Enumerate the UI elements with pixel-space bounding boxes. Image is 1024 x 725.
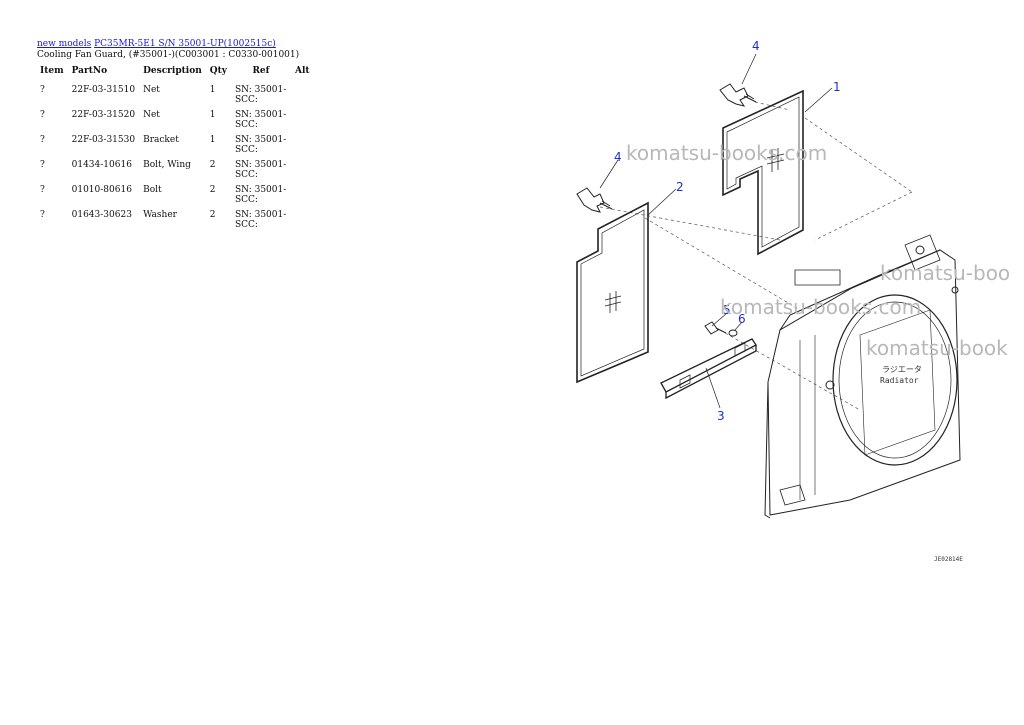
callout-5: 5 (723, 303, 731, 317)
cell-ref: SN: 35001-SCC: (234, 85, 287, 105)
cell-ref: SN: 35001-SCC: (234, 160, 287, 180)
cell-qty: 1 (209, 135, 216, 145)
radiator-label-jp: ラジエータ (882, 365, 922, 374)
watermark-4: komatsu-book (866, 336, 1008, 360)
cell-alt (291, 133, 314, 158)
cell-partno: 22F-03-31510 (71, 85, 136, 95)
watermark-3: komatsu-books.com (720, 295, 921, 319)
cell-item: ? (40, 110, 45, 120)
bracket-part (660, 338, 757, 400)
parts-diagram: ラジエータ Radiator 4 1 4 2 5 6 3 komatsu-boo… (540, 30, 1024, 570)
cell-description: Net (143, 110, 160, 120)
bolt-washer-part (704, 321, 738, 337)
breadcrumb: new models PC35MR-5E1 S/N 35001-UP(10025… (37, 39, 337, 50)
cell-item: ? (40, 85, 45, 95)
cell-qty: 1 (209, 110, 216, 120)
radiator-label-en: Radiator (880, 376, 919, 385)
wing-bolt-lower-part (576, 187, 613, 213)
page-subtitle: Cooling Fan Guard, (#35001-)(C003001 : C… (37, 50, 300, 60)
header-partno: PartNo (71, 66, 108, 76)
callout-2: 2 (676, 180, 684, 194)
cell-partno: 01643-30623 (71, 210, 132, 220)
cell-partno: 22F-03-31520 (71, 110, 136, 120)
table-row: ? 01643-30623 Washer 2 SN: 35001-SCC: (36, 208, 314, 233)
watermark-2: komatsu-boo (880, 261, 1010, 285)
net-1-part (722, 89, 804, 256)
cell-ref: SN: 35001-SCC: (234, 135, 287, 155)
table-row: ? 01434-10616 Bolt, Wing 2 SN: 35001-SCC… (36, 158, 314, 183)
cell-alt (291, 108, 314, 133)
wing-bolt-upper-part (719, 83, 757, 107)
callout-4-upper: 4 (752, 39, 760, 53)
net-2-part (576, 201, 649, 384)
parts-panel: new models PC35MR-5E1 S/N 35001-UP(10025… (37, 39, 337, 233)
cell-alt (291, 83, 314, 108)
table-row: ? 01010-80616 Bolt 2 SN: 35001-SCC: (36, 183, 314, 208)
cell-description: Net (143, 85, 160, 95)
header-qty: Qty (209, 66, 227, 76)
cell-qty: 2 (209, 160, 216, 170)
header-ref: Ref (252, 66, 270, 76)
breadcrumb-link-model[interactable]: PC35MR-5E1 S/N 35001-UP(1002515c) (94, 39, 276, 49)
breadcrumb-link-new-models[interactable]: new models (37, 39, 92, 49)
cell-ref: SN: 35001-SCC: (234, 210, 287, 230)
cell-description: Bolt, Wing (143, 160, 191, 170)
cell-alt (291, 183, 314, 208)
header-description: Description (143, 66, 202, 76)
cell-ref: SN: 35001-SCC: (234, 185, 287, 205)
header-alt: Alt (294, 66, 310, 76)
cell-alt (291, 158, 314, 183)
cell-qty: 2 (209, 210, 216, 220)
cell-partno: 01010-80616 (71, 185, 132, 195)
parts-table: Item PartNo Description Qty Ref Alt ? 22… (36, 65, 314, 233)
cell-description: Washer (143, 210, 177, 220)
cell-alt (291, 208, 314, 233)
cell-partno: 22F-03-31530 (71, 135, 136, 145)
header-item: Item (40, 66, 64, 76)
callout-4-lower: 4 (614, 150, 622, 164)
table-row: ? 22F-03-31520 Net 1 SN: 35001-SCC: (36, 108, 314, 133)
exploded-view-drawing: ラジエータ Radiator 4 1 4 2 5 6 3 komatsu-boo… (576, 39, 1010, 563)
watermark-1: komatsu-books.com (626, 141, 827, 165)
table-row: ? 22F-03-31530 Bracket 1 SN: 35001-SCC: (36, 133, 314, 158)
radiator-assembly (764, 234, 961, 519)
cell-partno: 01434-10616 (71, 160, 132, 170)
callout-3: 3 (717, 409, 725, 423)
cell-item: ? (40, 135, 45, 145)
cell-qty: 1 (209, 85, 216, 95)
cell-qty: 2 (209, 185, 216, 195)
cell-item: ? (40, 210, 45, 220)
table-header-row: Item PartNo Description Qty Ref Alt (36, 65, 314, 83)
callout-6: 6 (738, 312, 746, 326)
drawing-code: JE02814E (934, 556, 963, 563)
cell-item: ? (40, 185, 45, 195)
cell-description: Bolt (143, 185, 162, 195)
cell-ref: SN: 35001-SCC: (234, 110, 287, 130)
table-row: ? 22F-03-31510 Net 1 SN: 35001-SCC: (36, 83, 314, 108)
cell-description: Bracket (143, 135, 179, 145)
cell-item: ? (40, 160, 45, 170)
callout-1: 1 (833, 80, 841, 94)
